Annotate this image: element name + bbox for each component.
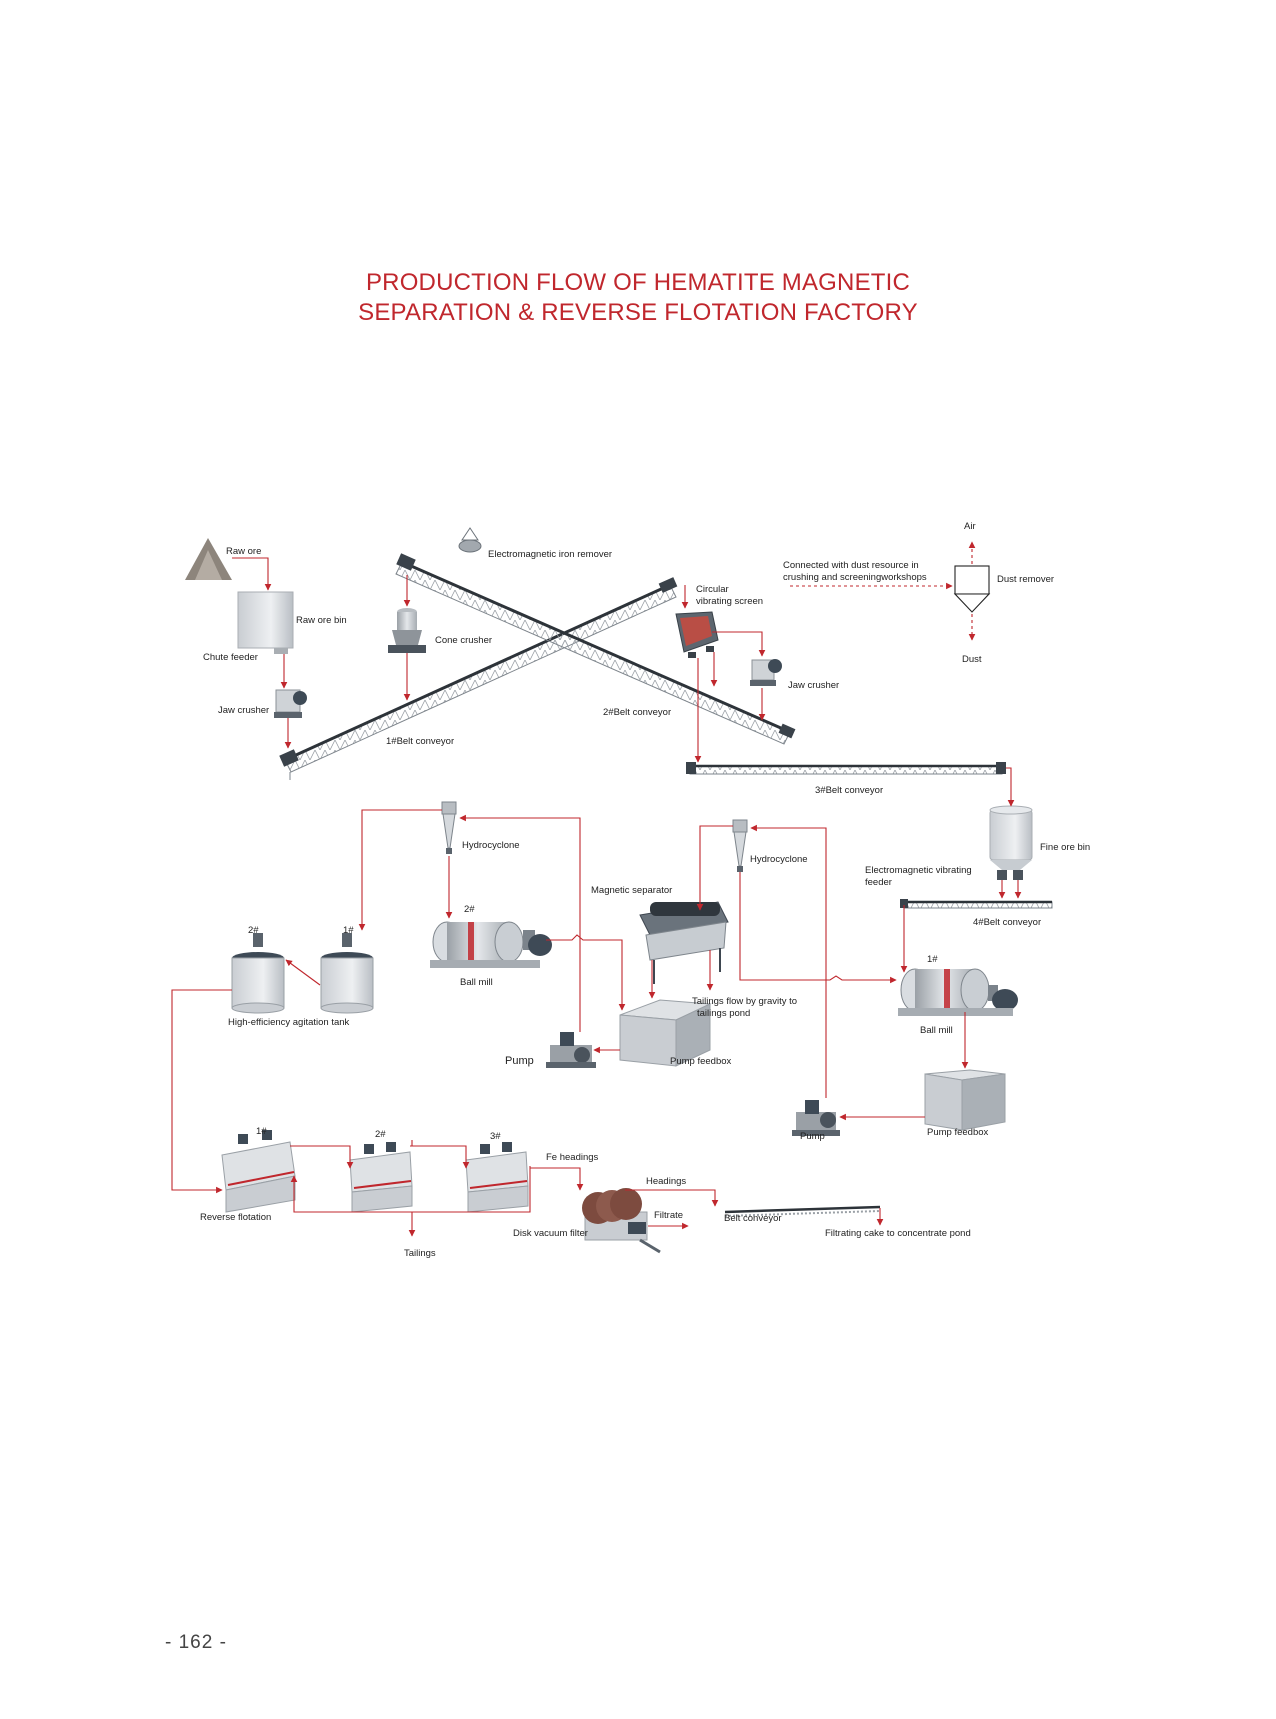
belt-conveyor-3 (686, 762, 1006, 775)
raw-ore-bin (237, 591, 294, 654)
belt-conveyor-4 (900, 899, 1053, 909)
belt-conveyor-2 (395, 553, 796, 745)
label-ball-mill-1: Ball mill (920, 1025, 953, 1036)
pump-1 (546, 1032, 596, 1068)
label-cone-crusher: Cone crusher (435, 635, 492, 646)
hydrocyclone-1 (441, 801, 457, 854)
label-flot-2: 2# (375, 1129, 386, 1140)
label-ball-mill-1-num: 1# (927, 954, 938, 965)
label-dust-source-2: crushing and screeningworkshops (783, 572, 927, 583)
cone-crusher (388, 608, 426, 653)
label-flot-3: 3# (490, 1131, 501, 1142)
circular-vibrating-screen (675, 611, 719, 658)
label-pump-1: Pump (505, 1055, 534, 1067)
label-hydrocyclone-2: Hydrocyclone (750, 854, 808, 865)
disk-vacuum-filter (582, 1188, 661, 1254)
hydrocyclone-2 (732, 819, 748, 872)
label-hydrocyclone-1: Hydrocyclone (462, 840, 520, 851)
em-vibrating-feeder (997, 870, 1023, 880)
pump-feedbox-1 (619, 999, 712, 1067)
ball-mill-1 (898, 968, 1018, 1016)
raw-ore-pile (185, 538, 232, 580)
agitation-tank-1 (320, 933, 374, 1014)
magnetic-separator (639, 901, 729, 984)
label-agit-tank: High-efficiency agitation tank (228, 1017, 350, 1028)
label-ball-mill-2-num: 2# (464, 904, 475, 915)
page-number: - 162 - (165, 1632, 227, 1653)
label-belt-3: 3#Belt conveyor (815, 785, 883, 796)
label-filtrate: Filtrate (654, 1210, 683, 1221)
label-circular-screen-1: Circular (696, 584, 729, 595)
label-em-vib-feeder-2: feeder (865, 877, 892, 888)
label-belt-conveyor: Belt conveyor (724, 1213, 782, 1224)
label-jaw-crusher-1: Jaw crusher (218, 705, 269, 716)
label-agit-1: 1# (343, 925, 354, 936)
flotation-cell-2 (349, 1142, 413, 1213)
label-magnetic-separator: Magnetic separator (591, 885, 672, 896)
label-tailings-gravity-1: Tailings flow by gravity to (692, 996, 797, 1007)
label-dust: Dust (962, 654, 982, 665)
jaw-crusher-1 (274, 689, 307, 718)
label-tailings: Tailings (404, 1248, 436, 1259)
title-line-2: SEPARATION & REVERSE FLOTATION FACTORY (358, 299, 918, 326)
jaw-crusher-2 (750, 659, 782, 686)
label-ball-mill-2: Ball mill (460, 977, 493, 988)
label-disk-vacuum-filter: Disk vacuum filter (513, 1228, 588, 1239)
label-belt-1: 1#Belt conveyor (386, 736, 454, 747)
label-jaw-crusher-2: Jaw crusher (788, 680, 839, 691)
label-fine-ore-bin: Fine ore bin (1040, 842, 1090, 853)
label-raw-ore-bin: Raw ore bin (296, 615, 347, 626)
label-fe-headings: Fe headings (546, 1152, 599, 1163)
label-dust-remover: Dust remover (997, 574, 1054, 585)
label-headings: Headings (646, 1176, 686, 1187)
dust-remover (953, 565, 991, 613)
pump-feedbox-2 (924, 1069, 1006, 1131)
flow-lines (171, 541, 1022, 1237)
pump-2 (792, 1100, 840, 1136)
label-em-iron-remover: Electromagnetic iron remover (488, 549, 612, 560)
label-belt-2: 2#Belt conveyor (603, 707, 671, 718)
label-flot-1: 1# (256, 1126, 267, 1137)
label-reverse-flotation: Reverse flotation (200, 1212, 271, 1223)
label-air: Air (964, 521, 976, 532)
label-filtrating-cake: Filtrating cake to concentrate pond (825, 1228, 971, 1239)
label-agit-2: 2# (248, 925, 259, 936)
label-chute-feeder: Chute feeder (203, 652, 258, 663)
label-em-vib-feeder-1: Electromagnetic vibrating (865, 865, 972, 876)
label-pump-feedbox-2: Pump feedbox (927, 1127, 989, 1138)
page-title: PRODUCTION FLOW OF HEMATITE MAGNETIC SEP… (0, 268, 1276, 328)
label-raw-ore: Raw ore (226, 546, 261, 557)
fine-ore-bin (989, 805, 1033, 870)
em-iron-remover (458, 527, 482, 553)
label-tailings-gravity-2: tailings pond (697, 1008, 750, 1019)
label-belt-4: 4#Belt conveyor (973, 917, 1041, 928)
flotation-cell-3 (465, 1142, 529, 1213)
title-line-1: PRODUCTION FLOW OF HEMATITE MAGNETIC (365, 269, 911, 296)
label-pump-feedbox-1: Pump feedbox (670, 1056, 732, 1067)
label-dust-source-1: Connected with dust resource in (783, 560, 919, 571)
label-circular-screen-2: vibrating screen (696, 596, 763, 607)
diagram-labels: Raw ore Raw ore bin Chute feeder Jaw cru… (200, 521, 1090, 1259)
label-pump-2: Pump (800, 1131, 825, 1142)
belt-conveyor-final (724, 1205, 881, 1217)
agitation-tank-2 (231, 933, 285, 1014)
flotation-cell-1 (221, 1130, 296, 1213)
belt-conveyor-1 (279, 577, 678, 780)
ball-mill-2 (430, 921, 552, 968)
